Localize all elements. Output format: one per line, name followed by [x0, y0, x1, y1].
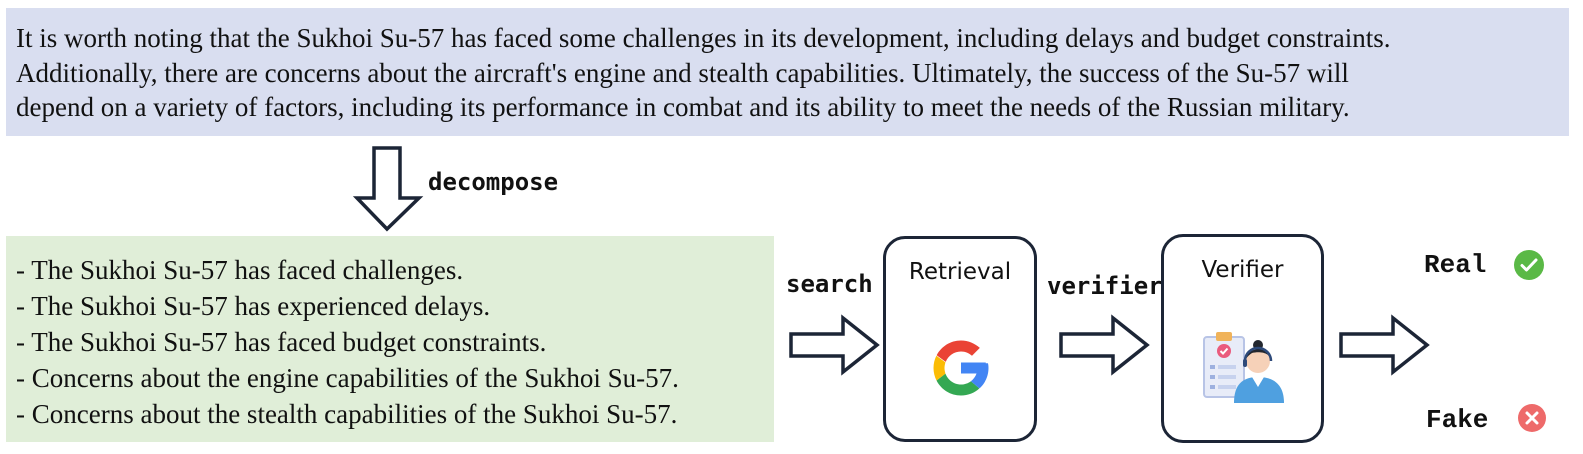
search-label: search: [786, 270, 873, 298]
real-label: Real: [1424, 250, 1487, 280]
output-arrow-icon: [1339, 314, 1430, 376]
fake-label: Fake: [1426, 405, 1489, 435]
source-paragraph: It is worth noting that the Sukhoi Su-57…: [6, 8, 1569, 136]
verifier-label: verifier: [1047, 272, 1163, 300]
verifier-person-icon: [1203, 332, 1284, 403]
list-item: - Concerns about the engine capabilities…: [16, 363, 679, 393]
list-item: - The Sukhoi Su-57 has faced budget cons…: [16, 327, 547, 357]
google-logo-icon: [933, 340, 989, 396]
list-item: - The Sukhoi Su-57 has faced challenges.: [16, 255, 464, 285]
decompose-label: decompose: [428, 168, 559, 196]
paragraph-line: Additionally, there are concerns about t…: [16, 57, 1349, 88]
verifier-arrow-icon: [1059, 314, 1150, 376]
claims-list: - The Sukhoi Su-57 has faced challenges.…: [6, 236, 774, 442]
verifier-title: Verifier: [1201, 257, 1284, 283]
search-arrow-icon: [789, 314, 880, 376]
check-circle-icon: [1514, 250, 1544, 280]
decompose-arrow-icon: [352, 146, 424, 232]
list-item: - Concerns about the stealth capabilitie…: [16, 399, 678, 429]
list-item: - The Sukhoi Su-57 has experienced delay…: [16, 291, 491, 321]
paragraph-line: It is worth noting that the Sukhoi Su-57…: [16, 23, 1391, 53]
x-circle-icon: [1518, 404, 1546, 432]
retrieval-box: Retrieval: [883, 236, 1037, 442]
paragraph-line: depend on a variety of factors, includin…: [16, 92, 1350, 122]
verifier-box: Verifier: [1161, 234, 1324, 443]
retrieval-title: Retrieval: [908, 259, 1012, 285]
